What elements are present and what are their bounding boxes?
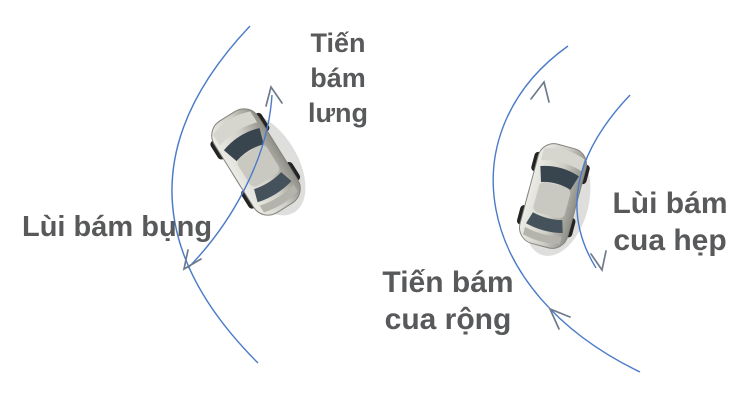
label-line: Lùi bám (612, 187, 728, 220)
reverse-hug-belly-arrow (182, 249, 202, 271)
right-narrow-curve (576, 94, 631, 269)
label-line: Tiến (310, 28, 366, 58)
forward-wide-bottom-arrow (548, 307, 571, 330)
label-reverse-hug-belly: Lùi bám bụng (22, 211, 212, 244)
label-forward-hug-back: Tiến bám lưng (278, 26, 398, 131)
reverse-narrow-arrow (590, 250, 607, 273)
label-line: Tiến bám (382, 266, 514, 299)
right-wide-curve (492, 45, 641, 373)
label-line: cua hẹp (613, 224, 727, 257)
forward-wide-top-arrow (530, 80, 550, 103)
label-forward-hug-wide-curve: Tiến bám cua rộng (352, 264, 544, 338)
label-line: bám (310, 63, 366, 93)
label-reverse-hug-narrow-curve: Lùi bám cua hẹp (594, 185, 746, 259)
left-inner-curve (187, 94, 273, 269)
forward-hug-back-arrow (265, 84, 283, 107)
label-line: cua rộng (384, 303, 512, 336)
label-line: lưng (307, 98, 369, 128)
label-line: Lùi bám bụng (22, 211, 213, 243)
left-outer-curve (171, 25, 259, 364)
car-top-view-right-icon (509, 138, 603, 264)
